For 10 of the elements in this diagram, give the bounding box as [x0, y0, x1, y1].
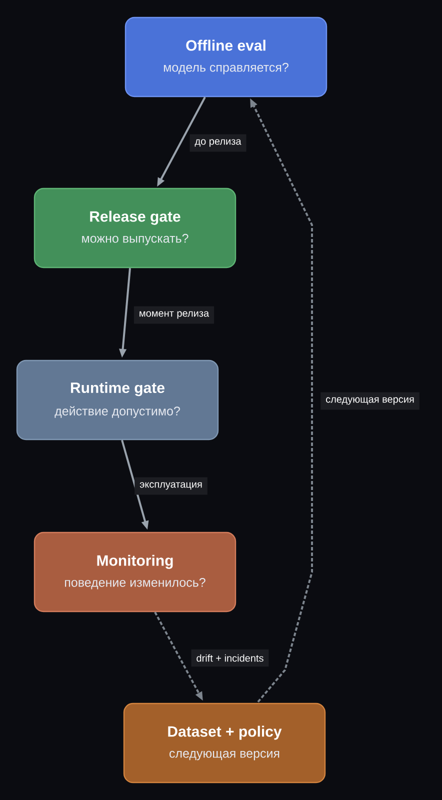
edge-label: drift + incidents: [191, 649, 269, 667]
process-box: Offline eval модель справляется?: [124, 16, 328, 98]
edge-label: эксплуатация: [134, 477, 208, 495]
process-box: Monitoring поведение изменилось?: [34, 532, 236, 612]
process-box: Runtime gate действие допустимо?: [16, 360, 219, 440]
edge-label: момент релиза: [134, 306, 214, 324]
edge-label: следующая версия: [320, 392, 420, 410]
process-box: Release gate можно выпускать?: [34, 188, 236, 268]
edge-label: до релиза: [190, 134, 246, 152]
process-box: Dataset + policy следующая версия: [123, 702, 326, 784]
